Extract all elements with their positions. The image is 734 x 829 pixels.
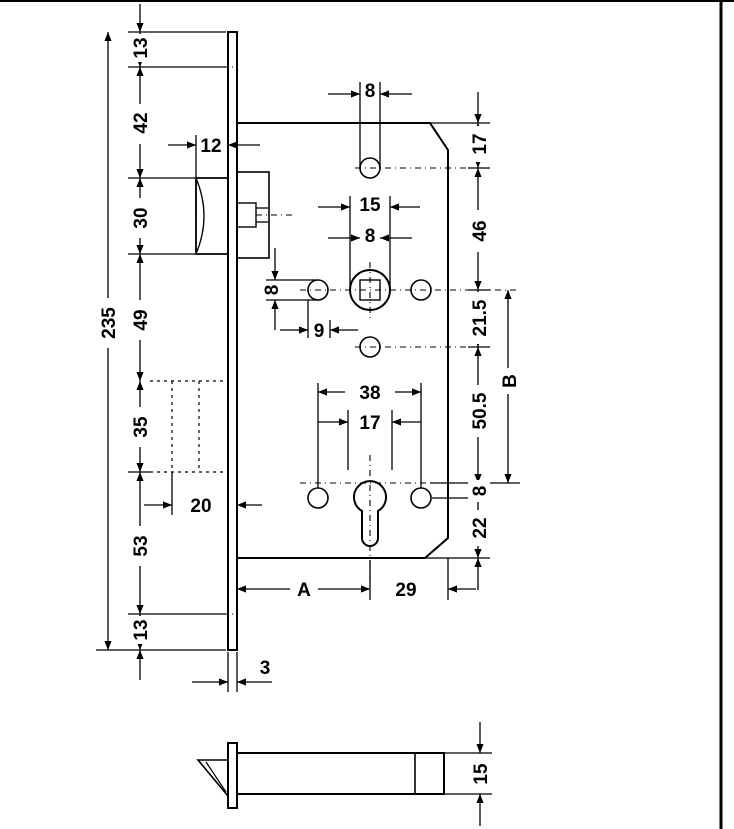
- middle-screw-hole: [355, 336, 468, 358]
- dim-right-21-5: 21.5: [470, 299, 491, 336]
- dim-cyl-17: 17: [359, 413, 380, 434]
- dim-left-42: 42: [131, 112, 152, 133]
- dim-latch-20: 20: [190, 496, 211, 517]
- middle-dimensions: 8 9 38 17 20: [144, 248, 422, 517]
- dim-right-22: 22: [470, 517, 491, 538]
- dim-label-a: A: [297, 580, 311, 601]
- dim-cyl-38: 38: [359, 383, 380, 404]
- dim-right-8: 8: [470, 486, 491, 497]
- cylinder-profile: [300, 455, 470, 580]
- left-dimension-chain: 13 42 30 49 35 53 13 235: [96, 4, 226, 680]
- dim-left-13-bottom: 13: [131, 619, 152, 640]
- dim-latch-12: 12: [200, 136, 221, 157]
- dim-follower-15: 15: [359, 195, 381, 216]
- top-dimensions: 8 12 15 8: [168, 81, 420, 290]
- right-hole: [410, 279, 432, 301]
- dim-right-17: 17: [470, 133, 491, 154]
- dim-label-b: B: [500, 374, 521, 388]
- bottom-dimensions: A 29 3: [192, 558, 476, 692]
- dim-left-49: 49: [131, 309, 152, 330]
- latch-bolt: [195, 171, 292, 259]
- side-view: 15: [196, 722, 492, 826]
- dim-left-35: 35: [131, 416, 152, 438]
- dim-left-13-top: 13: [131, 37, 152, 58]
- dim-side-15: 15: [471, 763, 492, 785]
- right-dimension-chain: 17 46 21.5 50.5 8 22 B: [425, 92, 521, 590]
- dim-right-50-5: 50.5: [470, 392, 491, 429]
- dim-top-hole-8: 8: [365, 81, 376, 102]
- dim-right-46: 46: [470, 220, 491, 241]
- deadbolt-hidden: [150, 380, 228, 473]
- dim-left-30: 30: [131, 207, 152, 228]
- dim-spacing-9: 9: [314, 321, 325, 342]
- dim-overall-235: 235: [99, 307, 120, 339]
- dim-left-53: 53: [131, 535, 152, 556]
- dim-bottom-29: 29: [395, 580, 416, 601]
- dim-follower-8: 8: [365, 226, 376, 247]
- dim-small-8: 8: [262, 285, 283, 296]
- dim-plate-3: 3: [260, 658, 271, 679]
- faceplate: [222, 31, 238, 651]
